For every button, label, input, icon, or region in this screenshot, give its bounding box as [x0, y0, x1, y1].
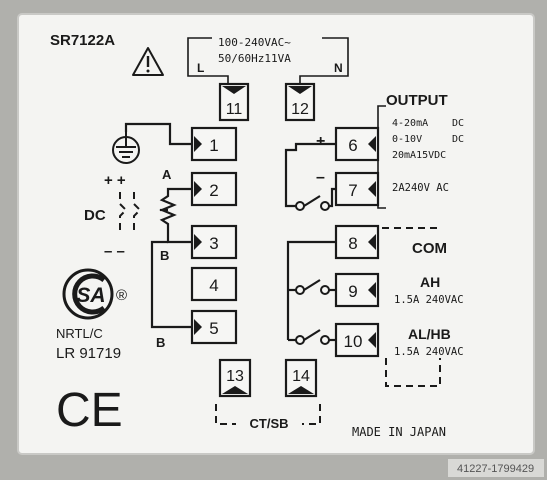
alhb-rating: 1.5A 240VAC: [394, 346, 464, 358]
terminal-8: 8: [334, 224, 380, 260]
ah-rating: 1.5A 240VAC: [394, 294, 464, 306]
terminal-14: 14: [284, 358, 318, 398]
power-n-label: N: [334, 61, 343, 75]
terminal-number: 9: [348, 282, 357, 301]
power-l-label: L: [197, 61, 204, 75]
com-label: COM: [412, 240, 447, 257]
terminal-7: 7: [334, 171, 380, 207]
power-frequency: 50/60Hz11VA: [218, 52, 291, 65]
input-plus-label: + +: [104, 172, 126, 189]
terminal-number: 7: [348, 181, 357, 200]
registered-mark: ®: [116, 287, 127, 304]
output-minus-label: –: [316, 169, 325, 186]
terminal-number: 14: [292, 368, 310, 385]
terminal-5: 5: [190, 309, 238, 345]
rtd-b-label: B: [160, 248, 169, 263]
terminal-10: 10: [334, 322, 380, 358]
terminal-number: 3: [209, 234, 218, 253]
terminal-12: 12: [284, 82, 316, 122]
input-dc-label: DC: [84, 207, 106, 224]
output-title: OUTPUT: [386, 92, 448, 109]
model-number: SR7122A: [50, 32, 115, 49]
terminal-number: 1: [209, 136, 218, 155]
output-plus-label: +: [316, 133, 325, 150]
terminal-number: 4: [209, 276, 218, 295]
watermark-bg: [448, 459, 544, 477]
ah-label: AH: [420, 274, 440, 290]
ct-sb-label: CT/SB: [250, 416, 289, 431]
ground-icon: [112, 132, 140, 164]
warning-triangle-icon: [132, 47, 164, 76]
output-relay-rating: 2A240V AC: [392, 182, 449, 194]
terminal-4: 4: [190, 266, 238, 302]
lr-number: LR 91719: [56, 345, 121, 362]
made-in-label: MADE IN JAPAN: [352, 425, 446, 439]
watermark-text: 41227-1799429: [457, 463, 534, 475]
terminal-13: 13: [218, 358, 252, 398]
nrtl-label: NRTL/C: [56, 326, 103, 341]
output-line-3: 20mA15VDC: [392, 150, 446, 161]
power-voltage: 100-240VAC~: [218, 36, 291, 49]
terminal-11: 11: [218, 82, 250, 122]
terminal-number: 5: [209, 319, 218, 338]
alhb-label: AL/HB: [408, 326, 451, 342]
input-minus-label: – –: [104, 243, 125, 260]
csa-logo: SA ®: [62, 268, 127, 320]
terminal-3: 3: [190, 224, 238, 260]
output-line-2-unit: DC: [452, 134, 464, 145]
output-line-1: 4-20mA: [392, 118, 428, 129]
terminal-number: 8: [348, 234, 357, 253]
rtd-b2-label: B: [156, 335, 165, 350]
rtd-a-label: A: [162, 167, 172, 182]
terminal-number: 6: [348, 136, 357, 155]
output-line-1-unit: DC: [452, 118, 464, 129]
terminal-number: 2: [209, 181, 218, 200]
terminal-number: 13: [226, 368, 244, 385]
terminal-1: 1: [190, 126, 238, 162]
output-line-2: 0-10V: [392, 134, 422, 145]
terminal-9: 9: [334, 272, 380, 308]
terminal-2: 2: [190, 171, 238, 207]
csa-text: SA: [76, 284, 105, 307]
terminal-number: 10: [344, 332, 363, 351]
terminal-number: 12: [291, 101, 309, 118]
terminal-6: 6: [334, 126, 380, 162]
terminal-number: 11: [226, 101, 243, 118]
ce-mark: CE: [56, 384, 123, 437]
